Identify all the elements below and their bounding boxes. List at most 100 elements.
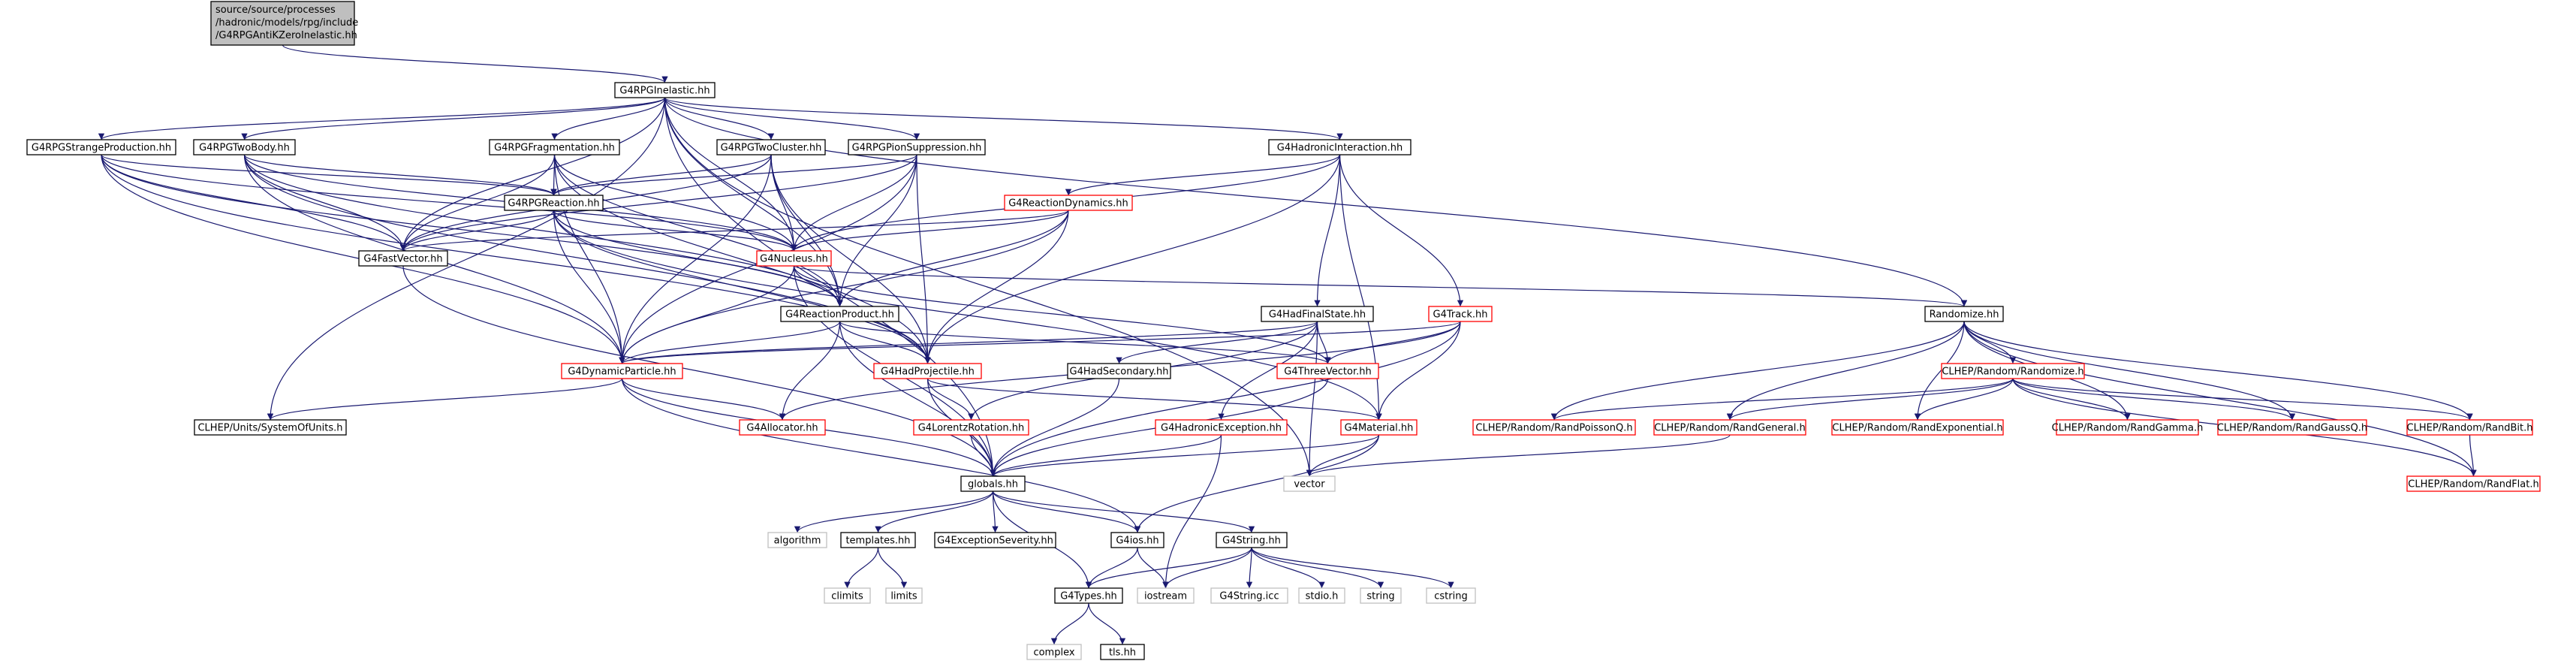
node-g4ios-hh[interactable]: G4ios.hh [1110, 532, 1164, 548]
edge-inelastic-to-twobody [241, 97, 666, 140]
edge-randomize-to-gaussq [1963, 321, 2296, 421]
node-box [2217, 419, 2367, 436]
node-label: G4RPGReaction.hh [508, 198, 599, 210]
node-g4lorentzrotation-hh[interactable]: G4LorentzRotation.hh [913, 419, 1029, 436]
node-g4rpgreaction-hh[interactable]: G4RPGReaction.hh [504, 195, 604, 211]
node-label: G4ThreeVector.hh [1284, 367, 1371, 378]
node-clhep-units-systemofunits-h[interactable]: CLHEP/Units/SystemOfUnits.h [194, 419, 347, 436]
node-g4string-hh[interactable]: G4String.hh [1216, 532, 1288, 548]
node-label: complex [1033, 647, 1074, 659]
node-g4dynamicparticle-hh[interactable]: G4DynamicParticle.hh [561, 363, 683, 379]
node-label: stdio.h [1306, 591, 1339, 602]
node-g4nucleus-hh[interactable]: G4Nucleus.hh [756, 250, 832, 267]
node-clhep-random-randomize-h[interactable]: CLHEP/Random/Randomize.h [1941, 363, 2085, 379]
node-stdio-h: stdio.h [1298, 587, 1345, 604]
node-label: G4ReactionProduct.hh [785, 309, 894, 321]
edge-hadfinal-to-hadexc [1218, 321, 1318, 421]
node-box [1004, 195, 1133, 211]
edge-rpgreaction-to-fastvec [399, 210, 555, 252]
node-algorithm: algorithm [767, 532, 827, 548]
node-label: tls.hh [1109, 647, 1136, 659]
edge-hadint-to-hadproj [924, 154, 1341, 364]
node-label: source/source/processes/hadronic/models/… [215, 5, 358, 41]
node-g4allocator-hh[interactable]: G4Allocator.hh [739, 419, 826, 436]
edge-frag-to-dynpart [553, 154, 625, 364]
node-box [1472, 419, 1636, 436]
node-box [739, 419, 826, 436]
node-clhep-random-randexponential-h[interactable]: CLHEP/Random/RandExponential.h [1831, 419, 2004, 436]
node-g4hadfinalstate-hh[interactable]: G4HadFinalState.hh [1261, 306, 1374, 322]
node-complex: complex [1026, 644, 1082, 660]
node-g4hadronicexception-hh[interactable]: G4HadronicException.hh [1155, 419, 1288, 436]
node-clhep-random-randgeneral-h[interactable]: CLHEP/Random/RandGeneral.h [1653, 419, 1806, 436]
edge-globals-to-algorithm [794, 490, 994, 533]
node-g4reactionproduct-hh[interactable]: G4ReactionProduct.hh [780, 306, 899, 322]
node-source-source-processes-hadronic-models-rpg-include-g4rpgantikzeroinelastic-hh[interactable]: source/source/processes/hadronic/models/… [210, 1, 358, 46]
node-randomize-hh[interactable]: Randomize.hh [1924, 306, 2004, 322]
node-box [1831, 419, 2004, 436]
node-g4hadsecondary-hh[interactable]: G4HadSecondary.hh [1067, 363, 1171, 379]
node-g4track-hh[interactable]: G4Track.hh [1428, 306, 1493, 322]
edge-reacdyn-to-dynpart [619, 210, 1069, 364]
node-label: G4String.hh [1222, 536, 1281, 547]
node-label: templates.hh [845, 536, 910, 547]
node-g4exceptionseverity-hh[interactable]: G4ExceptionSeverity.hh [934, 532, 1056, 548]
edge-frag-to-fastvec [399, 154, 556, 252]
edge-inelastic-to-frag [551, 97, 666, 140]
node-g4hadprojectile-hh[interactable]: G4HadProjectile.hh [873, 363, 982, 379]
node-globals-hh[interactable]: globals.hh [960, 475, 1026, 492]
node-label: globals.hh [968, 479, 1018, 490]
edge-reacdyn-to-fastvec [400, 210, 1069, 252]
node-tls-hh[interactable]: tls.hh [1100, 644, 1145, 660]
edge-hadproj-to-lorentz [926, 378, 975, 421]
node-clhep-random-randflat-h[interactable]: CLHEP/Random/RandFlat.h [2406, 475, 2541, 492]
edge-track-to-globals [990, 321, 1461, 477]
edge-rpgreaction-to-nucleus [553, 210, 797, 252]
node-label: G4DynamicParticle.hh [568, 367, 676, 378]
node-label: string [1366, 591, 1394, 602]
node-clhep-random-randbit-h[interactable]: CLHEP/Random/RandBit.h [2406, 419, 2533, 436]
node-g4rpgpionsuppression-hh[interactable]: G4RPGPionSuppression.hh [848, 139, 986, 155]
node-label: G4RPGFragmentation.hh [494, 143, 615, 154]
node-label: G4FastVector.hh [363, 254, 442, 265]
node-clhep-random-randpoissonq-h[interactable]: CLHEP/Random/RandPoissonQ.h [1472, 419, 1636, 436]
edge-frag-to-nucleus [553, 154, 797, 252]
node-g4rpgtwobody-hh[interactable]: G4RPGTwoBody.hh [193, 139, 296, 155]
edge-pion-to-hadproj [916, 154, 931, 364]
edge-clheprand-to-expo [1914, 378, 2014, 421]
node-g4reactiondynamics-hh[interactable]: G4ReactionDynamics.hh [1004, 195, 1133, 211]
node-clhep-random-randgaussq-h[interactable]: CLHEP/Random/RandGaussQ.h [2217, 419, 2367, 436]
node-g4rpgstrangeproduction-hh[interactable]: G4RPGStrangeProduction.hh [26, 139, 176, 155]
edge-hadfinal-to-threevec [1316, 321, 1331, 364]
node-box [1054, 587, 1123, 604]
node-box [1110, 532, 1164, 548]
node-g4rpgtwocluster-hh[interactable]: G4RPGTwoCluster.hh [716, 139, 826, 155]
node-g4hadronicinteraction-hh[interactable]: G4HadronicInteraction.hh [1268, 139, 1412, 155]
node-label: CLHEP/Random/RandGaussQ.h [2217, 423, 2367, 434]
node-box [2406, 475, 2541, 492]
node-g4fastvector-hh[interactable]: G4FastVector.hh [358, 250, 448, 267]
node-label: G4RPGPionSuppression.hh [852, 143, 982, 154]
node-box [1340, 419, 1418, 436]
edge-nucleus-to-dynpart [619, 265, 795, 364]
edge-randomize-to-poisson [1550, 321, 1965, 421]
edge-hadproj-to-material [926, 378, 1382, 421]
node-g4rpgfragmentation-hh[interactable]: G4RPGFragmentation.hh [489, 139, 620, 155]
edge-clheprand-to-gaussq [2012, 378, 2296, 421]
node-g4rpginelastic-hh[interactable]: G4RPGInelastic.hh [614, 82, 716, 98]
node-label: G4String.icc [1219, 591, 1279, 602]
node-templates-hh[interactable]: templates.hh [840, 532, 916, 548]
node-g4types-hh[interactable]: G4Types.hh [1054, 587, 1123, 604]
node-label: G4Allocator.hh [746, 423, 818, 434]
node-clhep-random-randgamma-h[interactable]: CLHEP/Random/RandGamma.h [2052, 419, 2204, 436]
node-label: CLHEP/Random/RandFlat.h [2408, 479, 2538, 490]
edge-material-to-vector [1306, 434, 1380, 477]
node-g4threevector-hh[interactable]: G4ThreeVector.hh [1276, 363, 1379, 379]
node-label: CLHEP/Units/SystemOfUnits.h [197, 423, 342, 434]
edge-templates-to-limits [877, 547, 908, 589]
edge-pion-to-rpgreaction [550, 154, 917, 196]
node-limits: limits [885, 587, 923, 604]
node-box [1261, 306, 1374, 322]
node-g4material-hh[interactable]: G4Material.hh [1340, 419, 1418, 436]
node-box [1426, 587, 1476, 604]
